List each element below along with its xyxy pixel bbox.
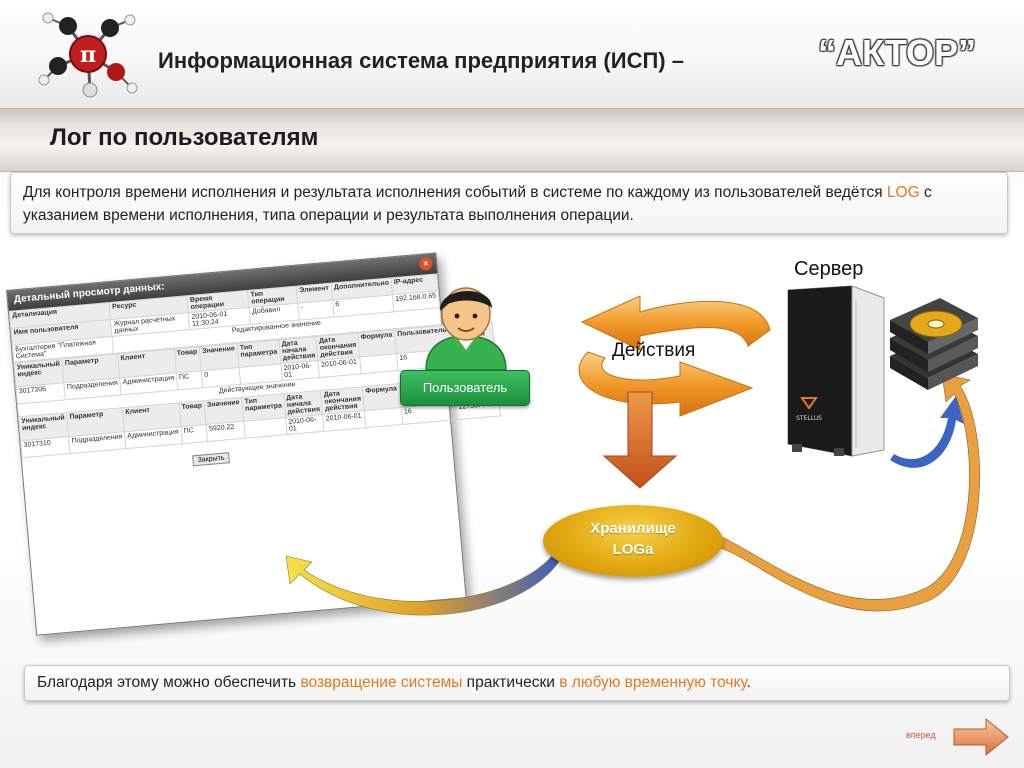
molecule-logo-icon: π <box>38 12 138 98</box>
conclusion-highlight2: в любую временную точку <box>559 674 747 691</box>
detail-window: Детальный просмотр данных: × Детализация… <box>6 252 501 636</box>
storage-line2: LOGa <box>612 541 654 558</box>
page-title: Информационная система предприятия (ИСП)… <box>158 48 684 73</box>
server-label: Сервер <box>794 258 864 280</box>
server-brand: STELLUS <box>796 415 822 422</box>
user-button[interactable]: Пользователь <box>400 370 530 406</box>
conclusion-box: Благодаря этому можно обеспечить возвращ… <box>24 665 1010 701</box>
user-avatar-icon <box>425 287 507 370</box>
arrow-server-return-icon <box>890 396 964 468</box>
description-part1: Для контроля времени исполнения и резуль… <box>23 184 887 201</box>
next-label[interactable]: вперед <box>906 730 936 740</box>
col-header: Дата начала действия <box>278 336 319 364</box>
col-header: Дата начала действия <box>283 390 323 418</box>
brand-name: “АКТОР” <box>818 32 976 73</box>
log-highlight: LOG <box>886 184 920 201</box>
col-header: Товар <box>173 346 202 373</box>
col-header: Значение <box>204 397 244 425</box>
window-close-icon[interactable]: × <box>418 256 433 271</box>
log-storage-label: Хранилище LOGa <box>543 518 723 560</box>
storage-line1: Хранилище <box>590 520 676 537</box>
close-button[interactable]: Закрыть <box>192 452 230 467</box>
description-part2: с указанием времени исполнения, типа опе… <box>23 184 932 224</box>
col-header: Формула <box>362 383 402 411</box>
log-storage-node <box>543 505 723 577</box>
col-header: Значение <box>199 343 240 371</box>
table-cell: ПС <box>180 424 208 444</box>
actions-label: Действия <box>612 340 696 361</box>
col-header: Товар <box>178 400 207 427</box>
conclusion-part1: Благодаря этому можно обеспечить <box>37 674 301 691</box>
header-bar <box>0 0 1024 108</box>
database-icon <box>890 298 978 390</box>
conclusion-part2: практически <box>462 674 560 691</box>
conclusion-highlight1: возвращение системы <box>300 674 463 691</box>
conclusion-text: Благодаря этому можно обеспечить возвращ… <box>37 674 751 692</box>
description-box: Для контроля времени исполнения и резуль… <box>10 172 1008 234</box>
conclusion-part3: . <box>746 674 751 691</box>
next-arrow-icon[interactable] <box>952 717 1010 757</box>
section-title: Лог по пользователям <box>50 124 319 151</box>
section-bar <box>0 108 1024 172</box>
description-text: Для контроля времени исполнения и резуль… <box>23 181 993 227</box>
svg-text:π: π <box>80 42 96 68</box>
col-header: Формула <box>357 329 397 357</box>
arrow-down-icon <box>602 391 678 489</box>
server-tower-icon: STELLUS <box>787 285 885 457</box>
